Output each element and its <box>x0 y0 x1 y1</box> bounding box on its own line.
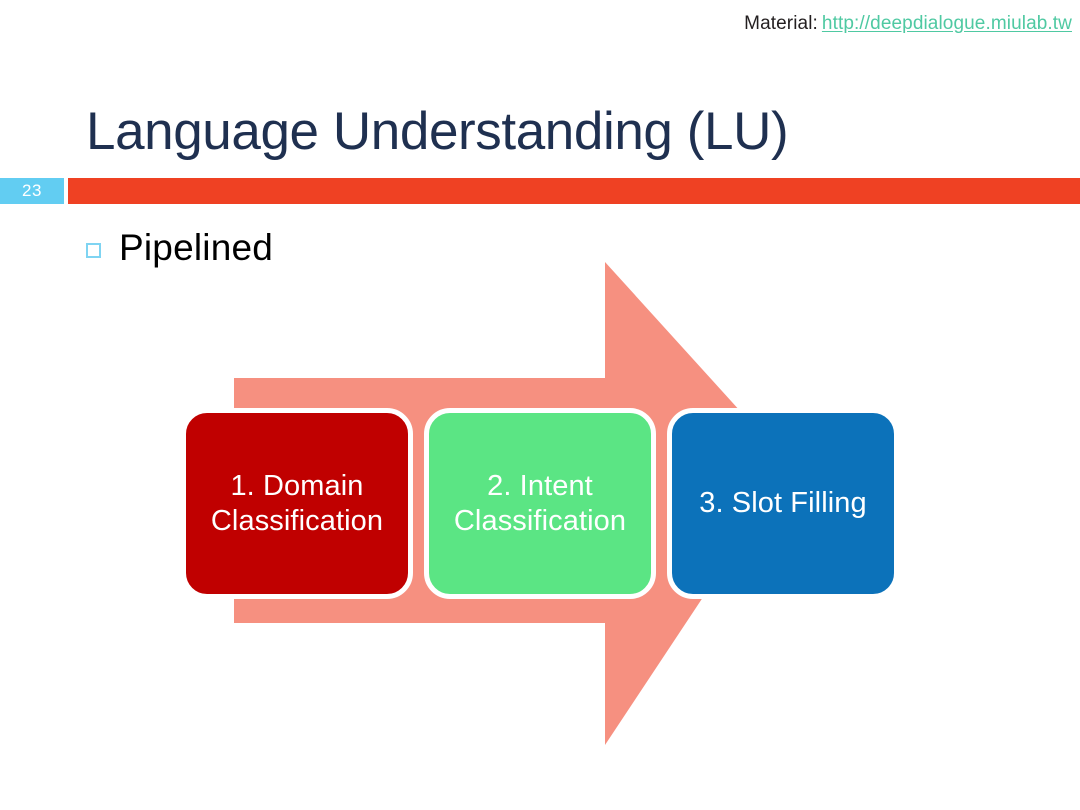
pipeline-stage-3-slot-filling[interactable]: 3. Slot Filling <box>667 408 899 599</box>
page-title: Language Understanding (LU) <box>86 102 789 161</box>
material-label: Material: <box>744 13 818 34</box>
right-arrow-shape <box>234 262 790 745</box>
accent-bar <box>68 178 1080 204</box>
bullet-item-pipelined: Pipelined <box>86 226 273 270</box>
hollow-square-bullet-icon <box>86 242 101 258</box>
stage-label: 2. Intent Classification <box>453 469 627 537</box>
stage-label: 1. Domain Classification <box>210 469 384 537</box>
material-line: Material:http://deepdialogue.miulab.tw <box>744 13 1072 35</box>
slide-number-badge: 23 <box>0 178 64 204</box>
pipeline-stage-1-domain-classification[interactable]: 1. Domain Classification <box>181 408 413 599</box>
material-url-link[interactable]: http://deepdialogue.miulab.tw <box>821 13 1072 34</box>
bullet-item-label: Pipelined <box>119 227 274 268</box>
stage-label: 3. Slot Filling <box>699 487 867 519</box>
title-rule: 23 <box>0 178 1080 204</box>
pipeline-stage-2-intent-classification[interactable]: 2. Intent Classification <box>424 408 656 599</box>
